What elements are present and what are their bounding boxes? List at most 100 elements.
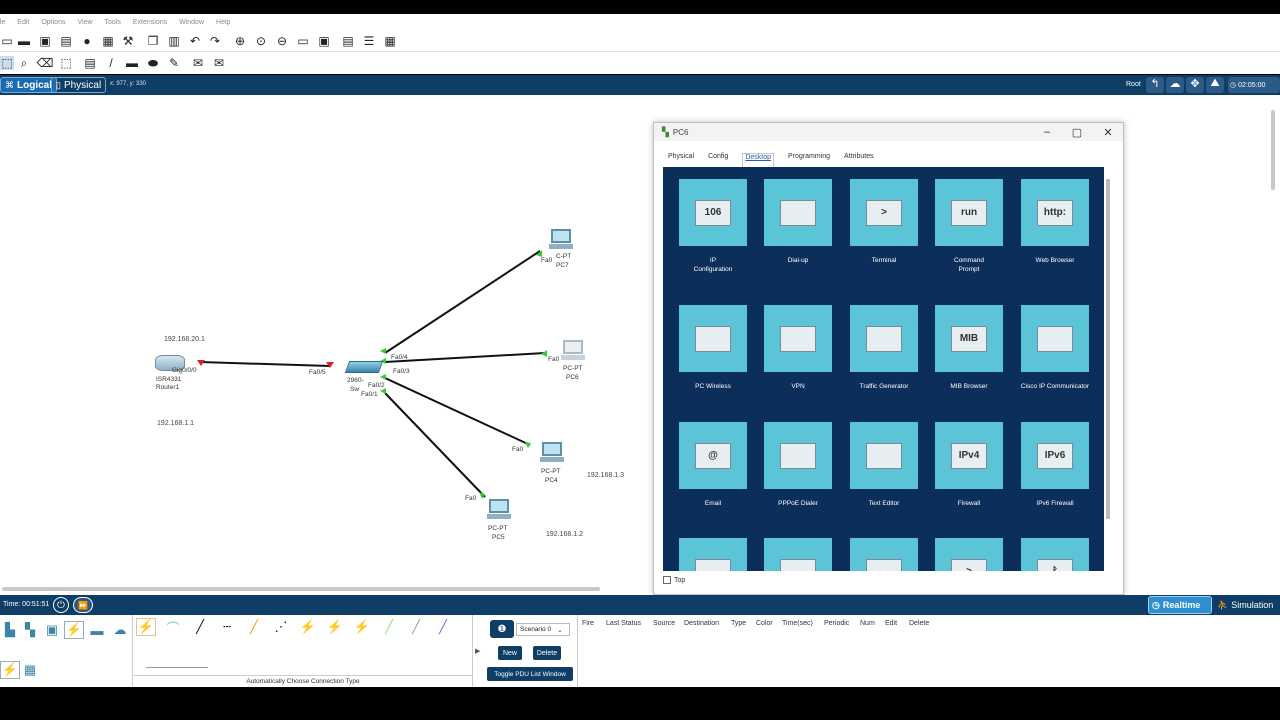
misc-icon[interactable]: ▬ xyxy=(90,622,104,638)
logical-tab[interactable]: ⌘ Logical xyxy=(0,77,58,93)
desktop-app[interactable] xyxy=(678,538,748,571)
mib-browser-icon[interactable]: MIB xyxy=(935,305,1003,372)
text-editor-icon[interactable] xyxy=(850,422,918,489)
pc5-icon[interactable] xyxy=(487,499,511,521)
notes-icon[interactable]: ▤ xyxy=(342,34,354,48)
fiber-icon[interactable]: ╱ xyxy=(250,619,258,634)
traffic-generator-icon[interactable] xyxy=(850,305,918,372)
network-devices-icon[interactable]: ▙ xyxy=(5,622,15,637)
phone-cable-icon[interactable]: ⋰ xyxy=(274,619,288,634)
redo-icon[interactable]: ↷ xyxy=(209,34,221,48)
open-folder-icon[interactable]: ▬ xyxy=(18,34,30,48)
desktop-app[interactable] xyxy=(763,538,833,571)
ipc-icon[interactable]: ☰ xyxy=(363,34,375,48)
web-browser-icon[interactable]: http: xyxy=(1021,179,1089,246)
desktop-app[interactable]: PC Wireless xyxy=(678,305,748,391)
tab-attributes[interactable]: Attributes xyxy=(844,153,874,160)
scenario-info-icon[interactable]: ❶ xyxy=(490,620,514,638)
select-icon[interactable]: ⬚ xyxy=(0,56,14,70)
grid-icon[interactable]: ▦ xyxy=(23,662,37,677)
serial-dte-icon[interactable]: ⚡ xyxy=(353,619,371,634)
top-checkbox[interactable] xyxy=(663,576,671,584)
power-cycle-icon[interactable]: ⏻ xyxy=(53,597,69,613)
ipv6-firewall-icon[interactable]: IPv6 xyxy=(1021,422,1089,489)
desktop-app[interactable]: PPPoE Dialer xyxy=(763,422,833,508)
tab-physical[interactable]: Physical xyxy=(668,153,695,160)
terminal-icon[interactable]: > xyxy=(850,179,918,246)
delete-icon[interactable]: ⌫ xyxy=(36,56,54,70)
components-icon[interactable]: ▣ xyxy=(45,622,59,637)
switch-icon[interactable] xyxy=(344,361,384,373)
ip-note[interactable]: 192.168.1.3 xyxy=(587,472,624,479)
iot-cable-icon[interactable]: ╱ xyxy=(412,619,420,634)
link-switch-pc7[interactable] xyxy=(384,250,541,354)
network-info-icon[interactable]: ▦ xyxy=(102,34,114,48)
back-icon[interactable]: ↰ xyxy=(1146,77,1164,93)
undo-icon[interactable]: ↶ xyxy=(189,34,201,48)
wireless-icon[interactable] xyxy=(679,305,747,372)
console-cable-icon[interactable]: ⌒ xyxy=(166,620,180,636)
link-router-switch[interactable] xyxy=(199,361,331,367)
new-scenario-button[interactable]: New xyxy=(498,646,522,660)
realtime-tab[interactable]: ◷Realtime xyxy=(1148,596,1212,614)
pie-chart-icon[interactable] xyxy=(679,538,747,571)
modem-icon[interactable] xyxy=(764,179,832,246)
ip-communicator-icon[interactable] xyxy=(1021,305,1089,372)
pc4-icon[interactable] xyxy=(540,442,564,464)
desktop-app[interactable]: VPN xyxy=(763,305,833,391)
hscroll-thumb[interactable] xyxy=(2,587,600,591)
menu-item-extensions[interactable]: Extensions xyxy=(132,18,168,26)
menu-item-window[interactable]: Window xyxy=(179,18,205,26)
connections-subcategory-icon[interactable]: ⚡ xyxy=(0,661,20,679)
cluster-icon[interactable]: ☁ xyxy=(1166,77,1184,93)
multiuser-icon[interactable]: ☁ xyxy=(113,622,127,637)
desktop-app[interactable]: ᛒ xyxy=(1020,538,1090,571)
box-icon[interactable] xyxy=(764,538,832,571)
pppoe-dialer-icon[interactable] xyxy=(764,422,832,489)
physical-tab[interactable]: ▯ Physical xyxy=(51,77,107,93)
octal-cable-icon[interactable]: ╱ xyxy=(385,619,393,634)
desktop-app[interactable]: http:Web Browser xyxy=(1020,179,1090,265)
print-icon[interactable]: ▤ xyxy=(60,34,72,48)
resize-shape-icon[interactable]: ⬚ xyxy=(60,56,72,70)
auto-connection-icon[interactable]: ⚡ xyxy=(136,618,156,636)
usb-cable-icon[interactable]: ╱ xyxy=(439,619,447,634)
workspace-hscroll[interactable] xyxy=(0,585,1280,595)
desktop-app[interactable]: Cisco IP Communicator xyxy=(1020,305,1090,391)
collapse-arrow-icon[interactable]: ▶ xyxy=(475,648,481,655)
menu-item-view[interactable]: View xyxy=(77,18,93,26)
menu-item-tools[interactable]: Tools xyxy=(104,18,121,26)
zoom-reset-icon[interactable]: ⊙ xyxy=(255,34,267,48)
vpn-lock-icon[interactable] xyxy=(764,305,832,372)
desktop-app[interactable] xyxy=(849,538,919,571)
freeform-icon[interactable]: ✎ xyxy=(168,56,180,70)
link-switch-pc6[interactable] xyxy=(384,352,546,363)
add-complex-pdu-icon[interactable]: ✉ xyxy=(213,56,225,70)
coaxial-icon[interactable]: ⚡ xyxy=(299,619,317,634)
drawing-palette-icon[interactable]: ▭ xyxy=(297,34,309,48)
crossover-icon[interactable]: ┄ xyxy=(223,619,231,634)
zoom-in-icon[interactable]: ⊕ xyxy=(234,34,246,48)
cluster-view-icon[interactable]: ⛰ xyxy=(1206,77,1224,93)
inspect-icon[interactable]: ⌕ xyxy=(20,56,28,70)
add-simple-pdu-icon[interactable]: ✉ xyxy=(192,56,204,70)
delete-scenario-button[interactable]: Delete xyxy=(533,646,561,660)
ip-config-icon[interactable]: 106 xyxy=(679,179,747,246)
tab-desktop[interactable]: Desktop xyxy=(742,153,774,167)
minimize-icon[interactable]: – xyxy=(1043,126,1051,138)
serial-dce-icon[interactable]: ⚡ xyxy=(326,619,344,634)
menu-item-edit[interactable]: Edit xyxy=(17,18,30,26)
copy-icon[interactable]: ❐ xyxy=(147,34,159,48)
top-option[interactable]: Top xyxy=(663,576,685,584)
ip-note[interactable]: 192.168.20.1 xyxy=(164,336,205,343)
straight-through-icon[interactable]: ╱ xyxy=(196,619,204,634)
draw-ellipse-icon[interactable]: ⬬ xyxy=(147,56,159,70)
activity-wizard-icon[interactable]: ⚒ xyxy=(122,34,134,48)
toggle-pdu-list-button[interactable]: Toggle PDU List Window xyxy=(487,667,573,681)
paste-icon[interactable]: ▥ xyxy=(168,34,180,48)
